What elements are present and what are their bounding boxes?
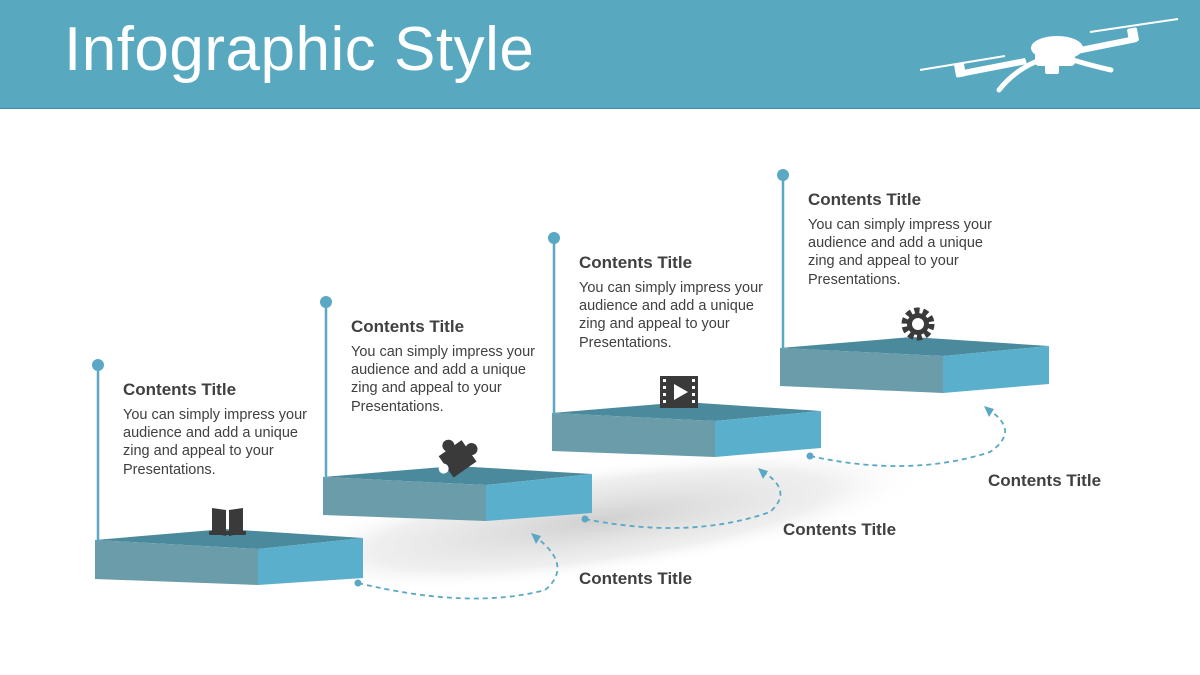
arc-label-1: Contents Title [579,569,693,588]
step-2-desc: You can simply impress your audience and… [351,344,536,415]
platform-3 [552,402,821,457]
header-bar: Infographic Style [0,0,1200,109]
video-icon [660,376,698,408]
step-2-title: Contents Title [351,317,465,336]
step-1-desc: You can simply impress your audience and… [123,407,308,478]
platform-2 [323,466,592,521]
platform-4 [780,337,1049,393]
step-4-text: Contents Title You can simply impress yo… [808,190,993,289]
step-1-title: Contents Title [123,380,237,399]
pin-2 [320,296,332,479]
book-icon [209,508,246,536]
platform-1 [95,529,363,585]
step-3-desc: You can simply impress your audience and… [579,280,764,351]
step-2-text: Contents Title You can simply impress yo… [351,317,536,416]
step-3-text: Contents Title You can simply impress yo… [579,253,764,352]
arc-label-3: Contents Title [988,471,1102,490]
pin-4 [777,169,789,350]
pin-1 [92,359,104,542]
connector-arrow-2 [584,469,782,529]
step-4-title: Contents Title [808,190,922,209]
step-4-desc: You can simply impress your audience and… [808,217,993,288]
pin-3 [548,232,560,415]
page-title: Infographic Style [64,15,535,84]
drone-icon [919,18,1179,93]
step-1-text: Contents Title You can simply impress yo… [123,380,308,479]
connector-arrow-1 [357,534,559,600]
gear-icon [901,307,935,341]
arc-label-2: Contents Title [783,520,897,539]
connector-arrow-3 [809,407,1006,467]
puzzle-icon [438,439,478,478]
floor-shadow [273,448,927,592]
step-3-title: Contents Title [579,253,693,272]
